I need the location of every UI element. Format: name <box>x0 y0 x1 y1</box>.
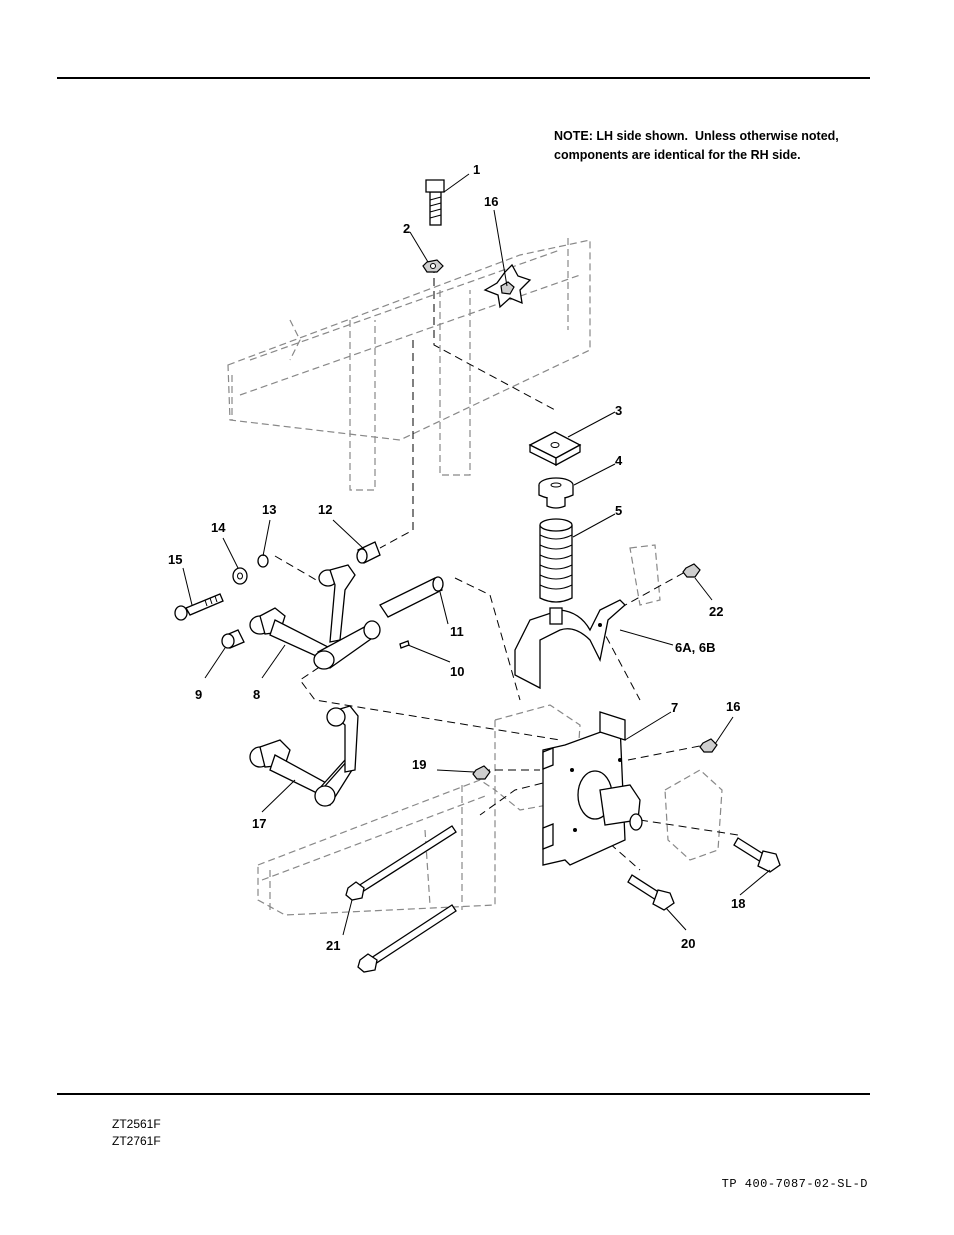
bolt-part-20 <box>627 874 675 911</box>
callout-8: 8 <box>253 687 260 702</box>
document-number: TP 400-7087-02-SL-D <box>721 1177 868 1191</box>
spring-bracket-part-6 <box>514 599 626 690</box>
callout-1: 1 <box>473 162 480 177</box>
nut-part-2 <box>422 259 444 273</box>
callout-14: 14 <box>211 520 226 535</box>
bushing-part-12 <box>356 541 381 564</box>
ring-part-13 <box>257 554 269 568</box>
callout-4: 4 <box>615 453 623 468</box>
note-line-1: NOTE: LH side shown. Unless otherwise no… <box>554 129 839 143</box>
washer-part-14 <box>232 567 248 585</box>
arm-part-17 <box>249 705 359 807</box>
assembly-note: NOTE: LH side shown. Unless otherwise no… <box>554 127 839 165</box>
bolt-part-21-lower <box>357 904 457 973</box>
callout-18: 18 <box>731 896 745 911</box>
top-rule <box>57 77 870 79</box>
callout-20: 20 <box>681 936 695 951</box>
callout-17: 17 <box>252 816 266 831</box>
callout-2: 2 <box>403 221 410 236</box>
callout-9: 9 <box>195 687 202 702</box>
spring-part-5 <box>539 518 573 603</box>
arm-part-8 <box>249 607 381 670</box>
bolt-part-1 <box>425 179 445 226</box>
callout-12: 12 <box>318 502 332 517</box>
leader-lines <box>182 173 771 936</box>
callout-21: 21 <box>326 938 340 953</box>
callout-3: 3 <box>615 403 622 418</box>
callout-11: 11 <box>450 624 464 639</box>
callout-19: 19 <box>412 757 426 772</box>
pin-part-15 <box>174 593 224 621</box>
pin-part-10 <box>399 640 410 649</box>
callout-7: 7 <box>671 700 678 715</box>
bushing-part-9 <box>221 629 245 649</box>
callout-16-lower: 16 <box>726 699 740 714</box>
model-number: ZT2561F <box>112 1117 161 1131</box>
model-number: ZT2761F <box>112 1134 161 1148</box>
arm-upper-part <box>318 564 356 643</box>
callout-10: 10 <box>450 664 464 679</box>
note-line-2: components are identical for the RH side… <box>554 148 801 162</box>
caster-bracket-phantom <box>629 544 661 606</box>
callout-labels: 1 2 16 3 4 5 6A, 6B 7 8 9 10 11 12 13 14… <box>168 162 745 953</box>
cap-part-4 <box>538 477 574 509</box>
callout-13: 13 <box>262 502 276 517</box>
bottom-rule <box>57 1093 870 1095</box>
callout-15: 15 <box>168 552 182 567</box>
frame-phantom-lower <box>257 779 496 916</box>
nut-part-19 <box>472 765 491 780</box>
callout-22: 22 <box>709 604 723 619</box>
assembly-lines <box>274 265 739 871</box>
plate-part-3 <box>528 431 582 467</box>
mount-plate-part-7 <box>542 711 643 866</box>
callout-16-upper: 16 <box>484 194 498 209</box>
deck-mount-phantom <box>664 769 723 861</box>
frame-phantom-upper <box>227 238 591 491</box>
bolt-part-18 <box>733 837 781 873</box>
callout-6a-6b: 6A, 6B <box>675 640 715 655</box>
star-washer-part-16 <box>483 263 532 309</box>
callout-5: 5 <box>615 503 622 518</box>
nut-part-22 <box>682 563 701 578</box>
nut-part-16-lower <box>699 738 718 753</box>
tube-part-11 <box>379 576 444 618</box>
model-list: ZT2561F ZT2761F <box>112 1116 161 1150</box>
bolt-part-21-upper <box>345 825 457 901</box>
